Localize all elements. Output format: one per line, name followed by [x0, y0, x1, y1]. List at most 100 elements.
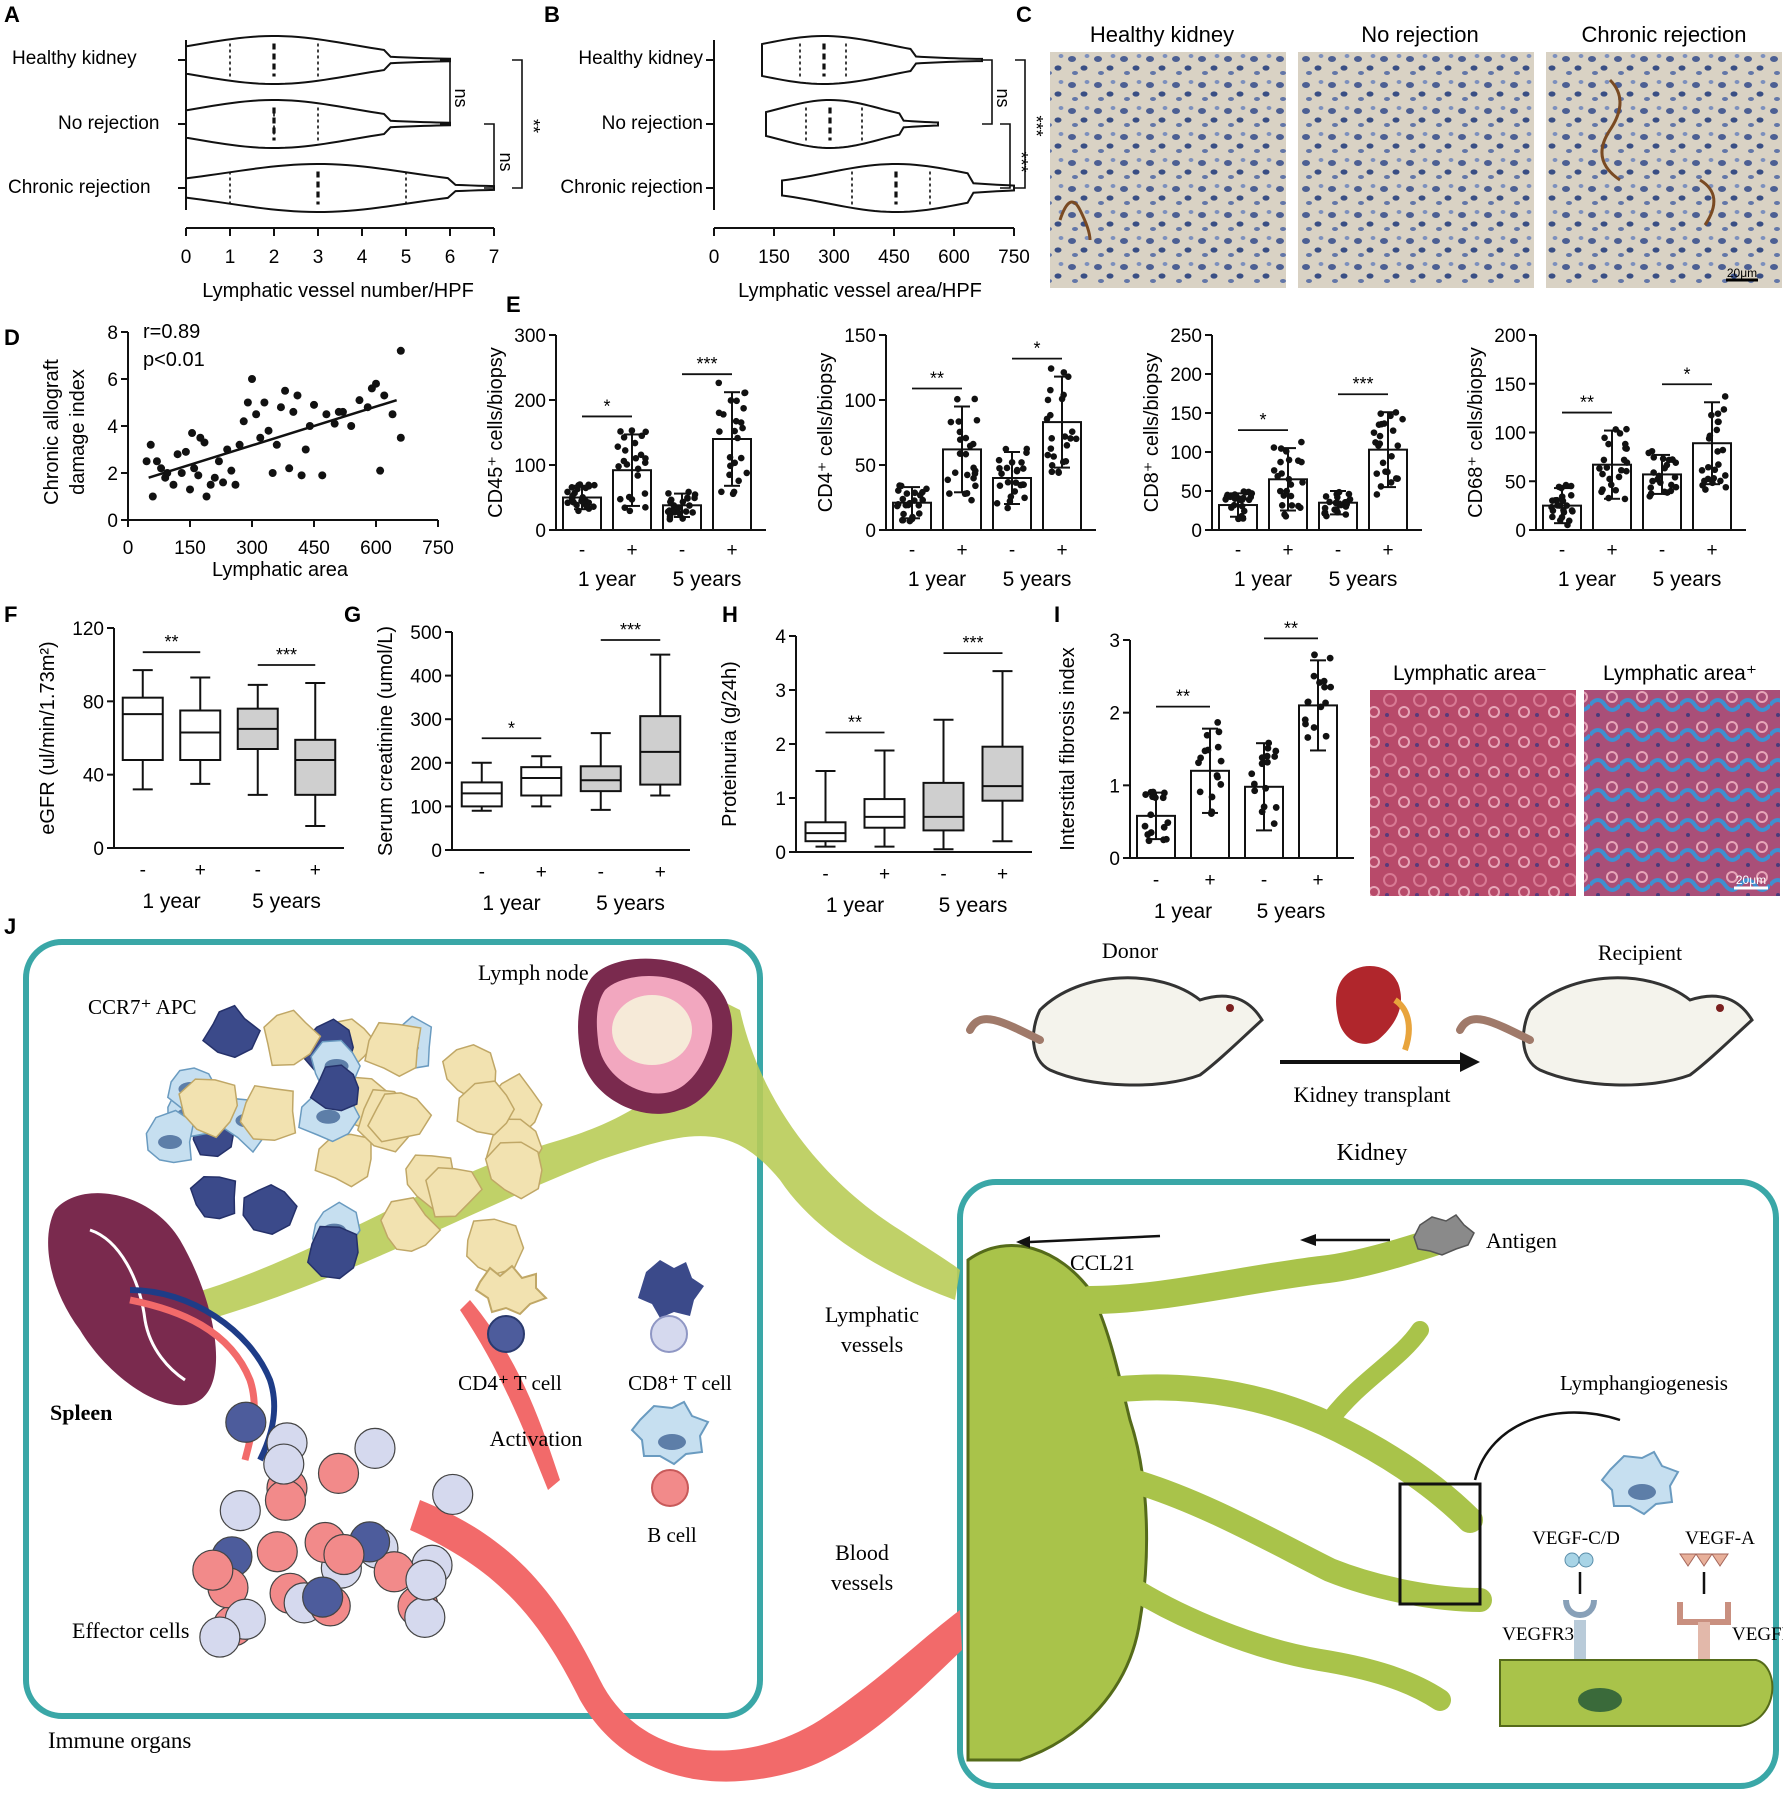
data-point	[1258, 754, 1266, 762]
dendritic-cell	[425, 1167, 483, 1218]
panel-a: A Healthy kidney No rejection Chronic re…	[4, 2, 543, 302]
y-tick-label: 200	[1170, 365, 1202, 386]
x-axis-label: Lymphatic vessel area/HPF	[738, 280, 982, 302]
significance-bracket	[440, 59, 451, 125]
category-label: +	[195, 860, 206, 881]
data-point	[1238, 502, 1246, 510]
box	[520, 766, 563, 797]
cd8-t-cell	[309, 1064, 360, 1112]
blood-vessels-label: vessels	[831, 1570, 893, 1595]
group-label: 5 years	[1003, 568, 1072, 591]
lymphatic-vessels-label: Lymphatic	[825, 1302, 919, 1327]
data-point	[995, 456, 1003, 464]
data-point	[1160, 823, 1168, 831]
arrowhead	[1300, 1234, 1316, 1246]
significance-label: ***	[276, 645, 297, 665]
data-point	[564, 488, 571, 496]
data-point	[1280, 492, 1288, 499]
data-point	[1345, 490, 1353, 498]
x-tick-label: 1	[225, 247, 236, 268]
data-point	[679, 515, 686, 522]
data-point	[1564, 521, 1571, 529]
group-label: 1 year	[578, 568, 636, 591]
data-point	[1282, 512, 1290, 520]
data-point	[899, 516, 907, 524]
dendritic-cell	[314, 1133, 372, 1188]
category-label: Chronic rejection	[8, 177, 151, 198]
significance-label: ***	[1352, 374, 1373, 394]
y-axis-label: eGFR (ul/min/1.73m²)	[37, 641, 59, 834]
data-point	[1296, 504, 1304, 511]
data-point	[1003, 464, 1011, 472]
violin-body	[761, 35, 983, 85]
data-point	[574, 485, 581, 493]
data-point	[1063, 442, 1071, 449]
significance-bracket	[512, 59, 523, 189]
group-label: 1 year	[482, 892, 540, 915]
data-point	[621, 504, 629, 511]
category-label: -	[1559, 540, 1565, 561]
box	[460, 781, 503, 808]
data-point	[626, 507, 634, 515]
data-point	[1002, 445, 1010, 453]
lymphatic-stain	[1058, 200, 1092, 241]
data-point	[1698, 467, 1706, 474]
y-tick-label: 100	[844, 391, 876, 412]
effector-cell	[264, 1479, 307, 1521]
panel-letter: H	[722, 602, 738, 627]
data-point	[1607, 481, 1615, 489]
significance-label: **	[164, 632, 178, 652]
scatter-point	[214, 457, 223, 466]
data-point	[1321, 683, 1328, 691]
y-tick-label: 150	[844, 326, 876, 347]
y-tick-label: 100	[410, 797, 442, 818]
effector-cell	[317, 1452, 360, 1494]
significance-label: ***	[620, 620, 641, 640]
x-tick-label: 750	[422, 538, 454, 559]
category-label: +	[1282, 540, 1293, 561]
x-tick-label: 6	[445, 247, 456, 268]
violin-body	[765, 99, 939, 149]
antigen-label: Antigen	[1486, 1228, 1557, 1253]
data-point	[1272, 804, 1280, 811]
y-tick-label: 2	[1109, 704, 1120, 725]
scatter-point	[202, 492, 211, 501]
data-point	[1714, 410, 1722, 417]
data-point	[1006, 497, 1014, 505]
x-tick-label: 600	[938, 247, 970, 268]
data-point	[1321, 510, 1328, 517]
panel-letter: I	[1054, 602, 1060, 627]
data-point	[1655, 472, 1663, 480]
data-point	[1311, 651, 1318, 659]
data-point	[1387, 479, 1395, 486]
panel-b: B Healthy kidney No rejection Chronic re…	[544, 2, 1046, 302]
y-axis-label: CD45⁺ cells/biopsy	[485, 347, 507, 518]
data-point	[1060, 391, 1067, 399]
data-point	[1555, 483, 1563, 491]
data-point	[1615, 473, 1623, 481]
y-tick-label: 100	[1494, 424, 1526, 445]
data-point	[1645, 449, 1652, 457]
data-point	[733, 397, 740, 405]
scatter-point	[388, 410, 397, 419]
data-point	[737, 419, 745, 426]
arrowhead	[1460, 1052, 1480, 1072]
scatter-point	[190, 464, 199, 473]
data-point	[1055, 469, 1063, 477]
data-point	[1549, 497, 1556, 504]
kidney-icon	[1336, 965, 1412, 1051]
data-point	[1563, 502, 1571, 509]
data-point	[1708, 411, 1715, 419]
scatter-point	[157, 464, 166, 473]
data-point	[642, 455, 649, 462]
scatter-point	[181, 447, 190, 456]
data-point	[632, 454, 640, 462]
category-label: +	[1056, 540, 1067, 561]
data-point	[944, 476, 952, 484]
group-label: 1 year	[1154, 900, 1212, 923]
data-point	[1376, 432, 1384, 440]
data-point	[1270, 444, 1278, 451]
lymphangiogenesis-label: Lymphangiogenesis	[1560, 1371, 1728, 1395]
data-point	[1671, 474, 1679, 481]
x-tick-label: 300	[236, 538, 268, 559]
